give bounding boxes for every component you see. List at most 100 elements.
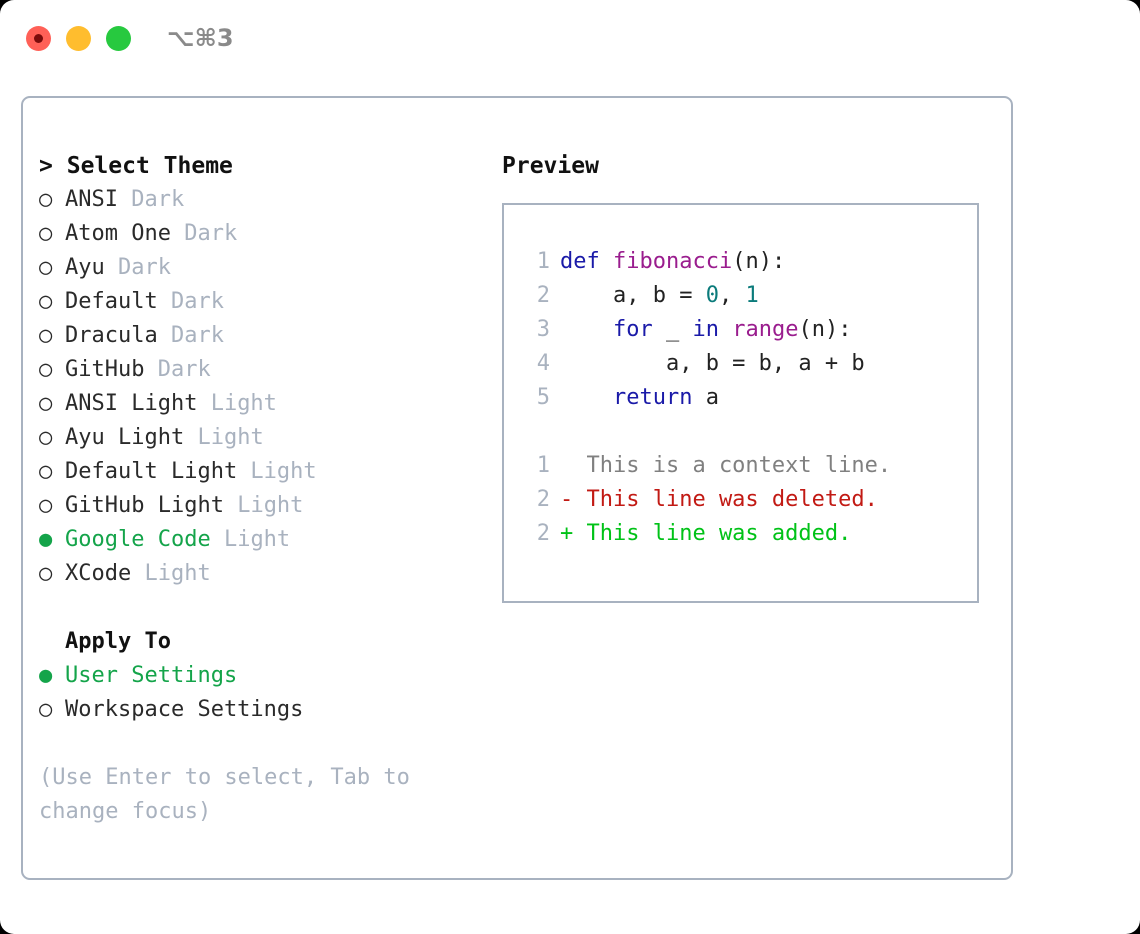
preview-heading: Preview xyxy=(502,153,599,179)
code-token: a, b = xyxy=(560,283,706,308)
code-token: a xyxy=(692,385,719,410)
select-theme-heading-label: Select Theme xyxy=(66,153,233,179)
theme-option-default[interactable]: ○Default Dark xyxy=(39,285,479,319)
theme-option-tag: Light xyxy=(131,561,211,586)
code-token xyxy=(560,317,613,342)
theme-option-ansi[interactable]: ○ ANSI Dark xyxy=(39,183,479,217)
code-token: (n): xyxy=(798,317,852,342)
code-line: 3 for _ in range(n): xyxy=(524,313,891,347)
theme-option-ayu[interactable]: ○ Ayu Dark xyxy=(39,251,479,285)
theme-option-tag: Dark xyxy=(117,187,185,212)
theme-option-tag: Dark xyxy=(170,221,238,246)
theme-option-label: GitHub Light xyxy=(65,493,224,518)
theme-option-dracula[interactable]: ○Dracula Dark xyxy=(39,319,479,353)
theme-option-xcode[interactable]: ○ XCode Light xyxy=(39,557,479,591)
main-panel: > Select Theme ○ANSI Dark○Atom One Dark○… xyxy=(21,96,1013,880)
radio-unselected-icon: ○ xyxy=(39,561,53,586)
line-number: 2 xyxy=(536,283,550,308)
theme-option-tag: Light xyxy=(210,527,291,552)
radio-unselected-icon: ○ xyxy=(39,255,53,280)
apply-to-marker-placeholder: ○ xyxy=(39,625,65,659)
theme-option-default-light[interactable]: ○ Default Light Light xyxy=(39,455,479,489)
code-token xyxy=(719,317,732,342)
theme-option-github-light[interactable]: ○ GitHub Light Light xyxy=(39,489,479,523)
theme-option-label: Ayu xyxy=(65,255,105,280)
apply-to-option-label: User Settings xyxy=(65,663,238,688)
code-token: (n): xyxy=(732,249,786,274)
theme-option-github[interactable]: ○ GitHub Dark xyxy=(39,353,479,387)
keyboard-shortcut-label: ⌥⌘3 xyxy=(167,24,234,52)
code-token: def xyxy=(560,249,600,274)
apply-to-option-label: Workspace Settings xyxy=(65,697,304,722)
code-token: 0 xyxy=(705,283,719,308)
theme-option-label: ANSI xyxy=(65,187,118,212)
list-spacer xyxy=(39,591,479,625)
code-token xyxy=(560,385,613,410)
theme-option-tag: Light xyxy=(237,459,317,484)
minimize-window-button[interactable] xyxy=(66,26,91,51)
theme-option-tag: Light xyxy=(223,493,304,518)
code-token xyxy=(600,249,613,274)
code-line: 2 a, b = 0, 1 xyxy=(524,279,891,313)
theme-option-label: XCode xyxy=(65,561,132,586)
radio-unselected-icon: ○ xyxy=(39,323,53,348)
code-token: 1 xyxy=(745,283,759,308)
theme-option-label: Ayu Light xyxy=(65,425,185,450)
code-token: , xyxy=(718,283,746,308)
line-number: 1 xyxy=(536,453,550,478)
preview-column: Preview xyxy=(502,149,1002,183)
apply-to-option-user-settings[interactable]: ● User Settings xyxy=(39,659,479,693)
radio-unselected-icon: ○ xyxy=(39,289,53,314)
theme-option-tag: Light xyxy=(197,391,277,416)
maximize-window-button[interactable] xyxy=(106,26,131,51)
theme-option-tag: Dark xyxy=(157,289,224,314)
radio-selected-icon: ● xyxy=(39,663,53,688)
radio-unselected-icon: ○ xyxy=(39,357,53,382)
code-token: return xyxy=(612,385,693,410)
radio-selected-icon: ● xyxy=(39,527,53,552)
code-line: 5 return a xyxy=(524,381,891,415)
line-number: 3 xyxy=(536,317,550,342)
theme-list: ○ANSI Dark○Atom One Dark○Ayu Dark○Defaul… xyxy=(39,183,479,591)
radio-unselected-icon: ○ xyxy=(39,459,53,484)
code-token: a, b = b, a + b xyxy=(560,351,865,376)
close-window-button[interactable] xyxy=(26,26,51,51)
diff-line-ctx: 1 This is a context line. xyxy=(524,449,891,483)
code-token: range xyxy=(732,317,799,342)
theme-option-label: Atom One xyxy=(65,221,171,246)
theme-option-label: Default Light xyxy=(65,459,238,484)
code-line: 4 a, b = b, a + b xyxy=(524,347,891,381)
theme-option-ansi-light[interactable]: ○ANSI Light Light xyxy=(39,387,479,421)
radio-unselected-icon: ○ xyxy=(39,187,53,212)
code-blank-line xyxy=(524,415,891,449)
diff-line-text: This is a context line. xyxy=(560,453,892,478)
apply-to-heading-label: Apply To xyxy=(65,629,171,654)
keyboard-hint-text: (Use Enter to select, Tab to change focu… xyxy=(39,765,410,824)
theme-option-google-code[interactable]: ● Google Code Light xyxy=(39,523,479,557)
theme-option-tag: Dark xyxy=(104,255,171,280)
line-number: 4 xyxy=(536,351,550,376)
radio-unselected-icon: ○ xyxy=(39,493,53,518)
code-token: in xyxy=(692,317,719,342)
diff-line-add: 2+ This line was added. xyxy=(524,517,891,551)
apply-to-option-workspace-settings[interactable]: ○ Workspace Settings xyxy=(39,693,479,727)
theme-option-label: Google Code xyxy=(65,527,211,552)
radio-unselected-icon: ○ xyxy=(39,697,53,722)
code-token: fibonacci xyxy=(613,249,733,274)
line-number: 2 xyxy=(536,521,550,546)
code-token: for xyxy=(612,317,653,342)
theme-option-label: ANSI Light xyxy=(65,391,198,416)
diff-line-del: 2 - This line was deleted. xyxy=(524,483,891,517)
diff-line-text: - This line was deleted. xyxy=(560,487,878,512)
theme-option-label: GitHub xyxy=(65,357,145,382)
title-bar: ⌥⌘3 xyxy=(0,0,1140,78)
line-number: 2 xyxy=(536,487,550,512)
theme-option-ayu-light[interactable]: ○Ayu Light Light xyxy=(39,421,479,455)
radio-unselected-icon: ○ xyxy=(39,425,53,450)
select-theme-heading: > Select Theme xyxy=(39,149,479,183)
theme-option-atom-one[interactable]: ○Atom One Dark xyxy=(39,217,479,251)
theme-option-tag: Dark xyxy=(144,357,211,382)
